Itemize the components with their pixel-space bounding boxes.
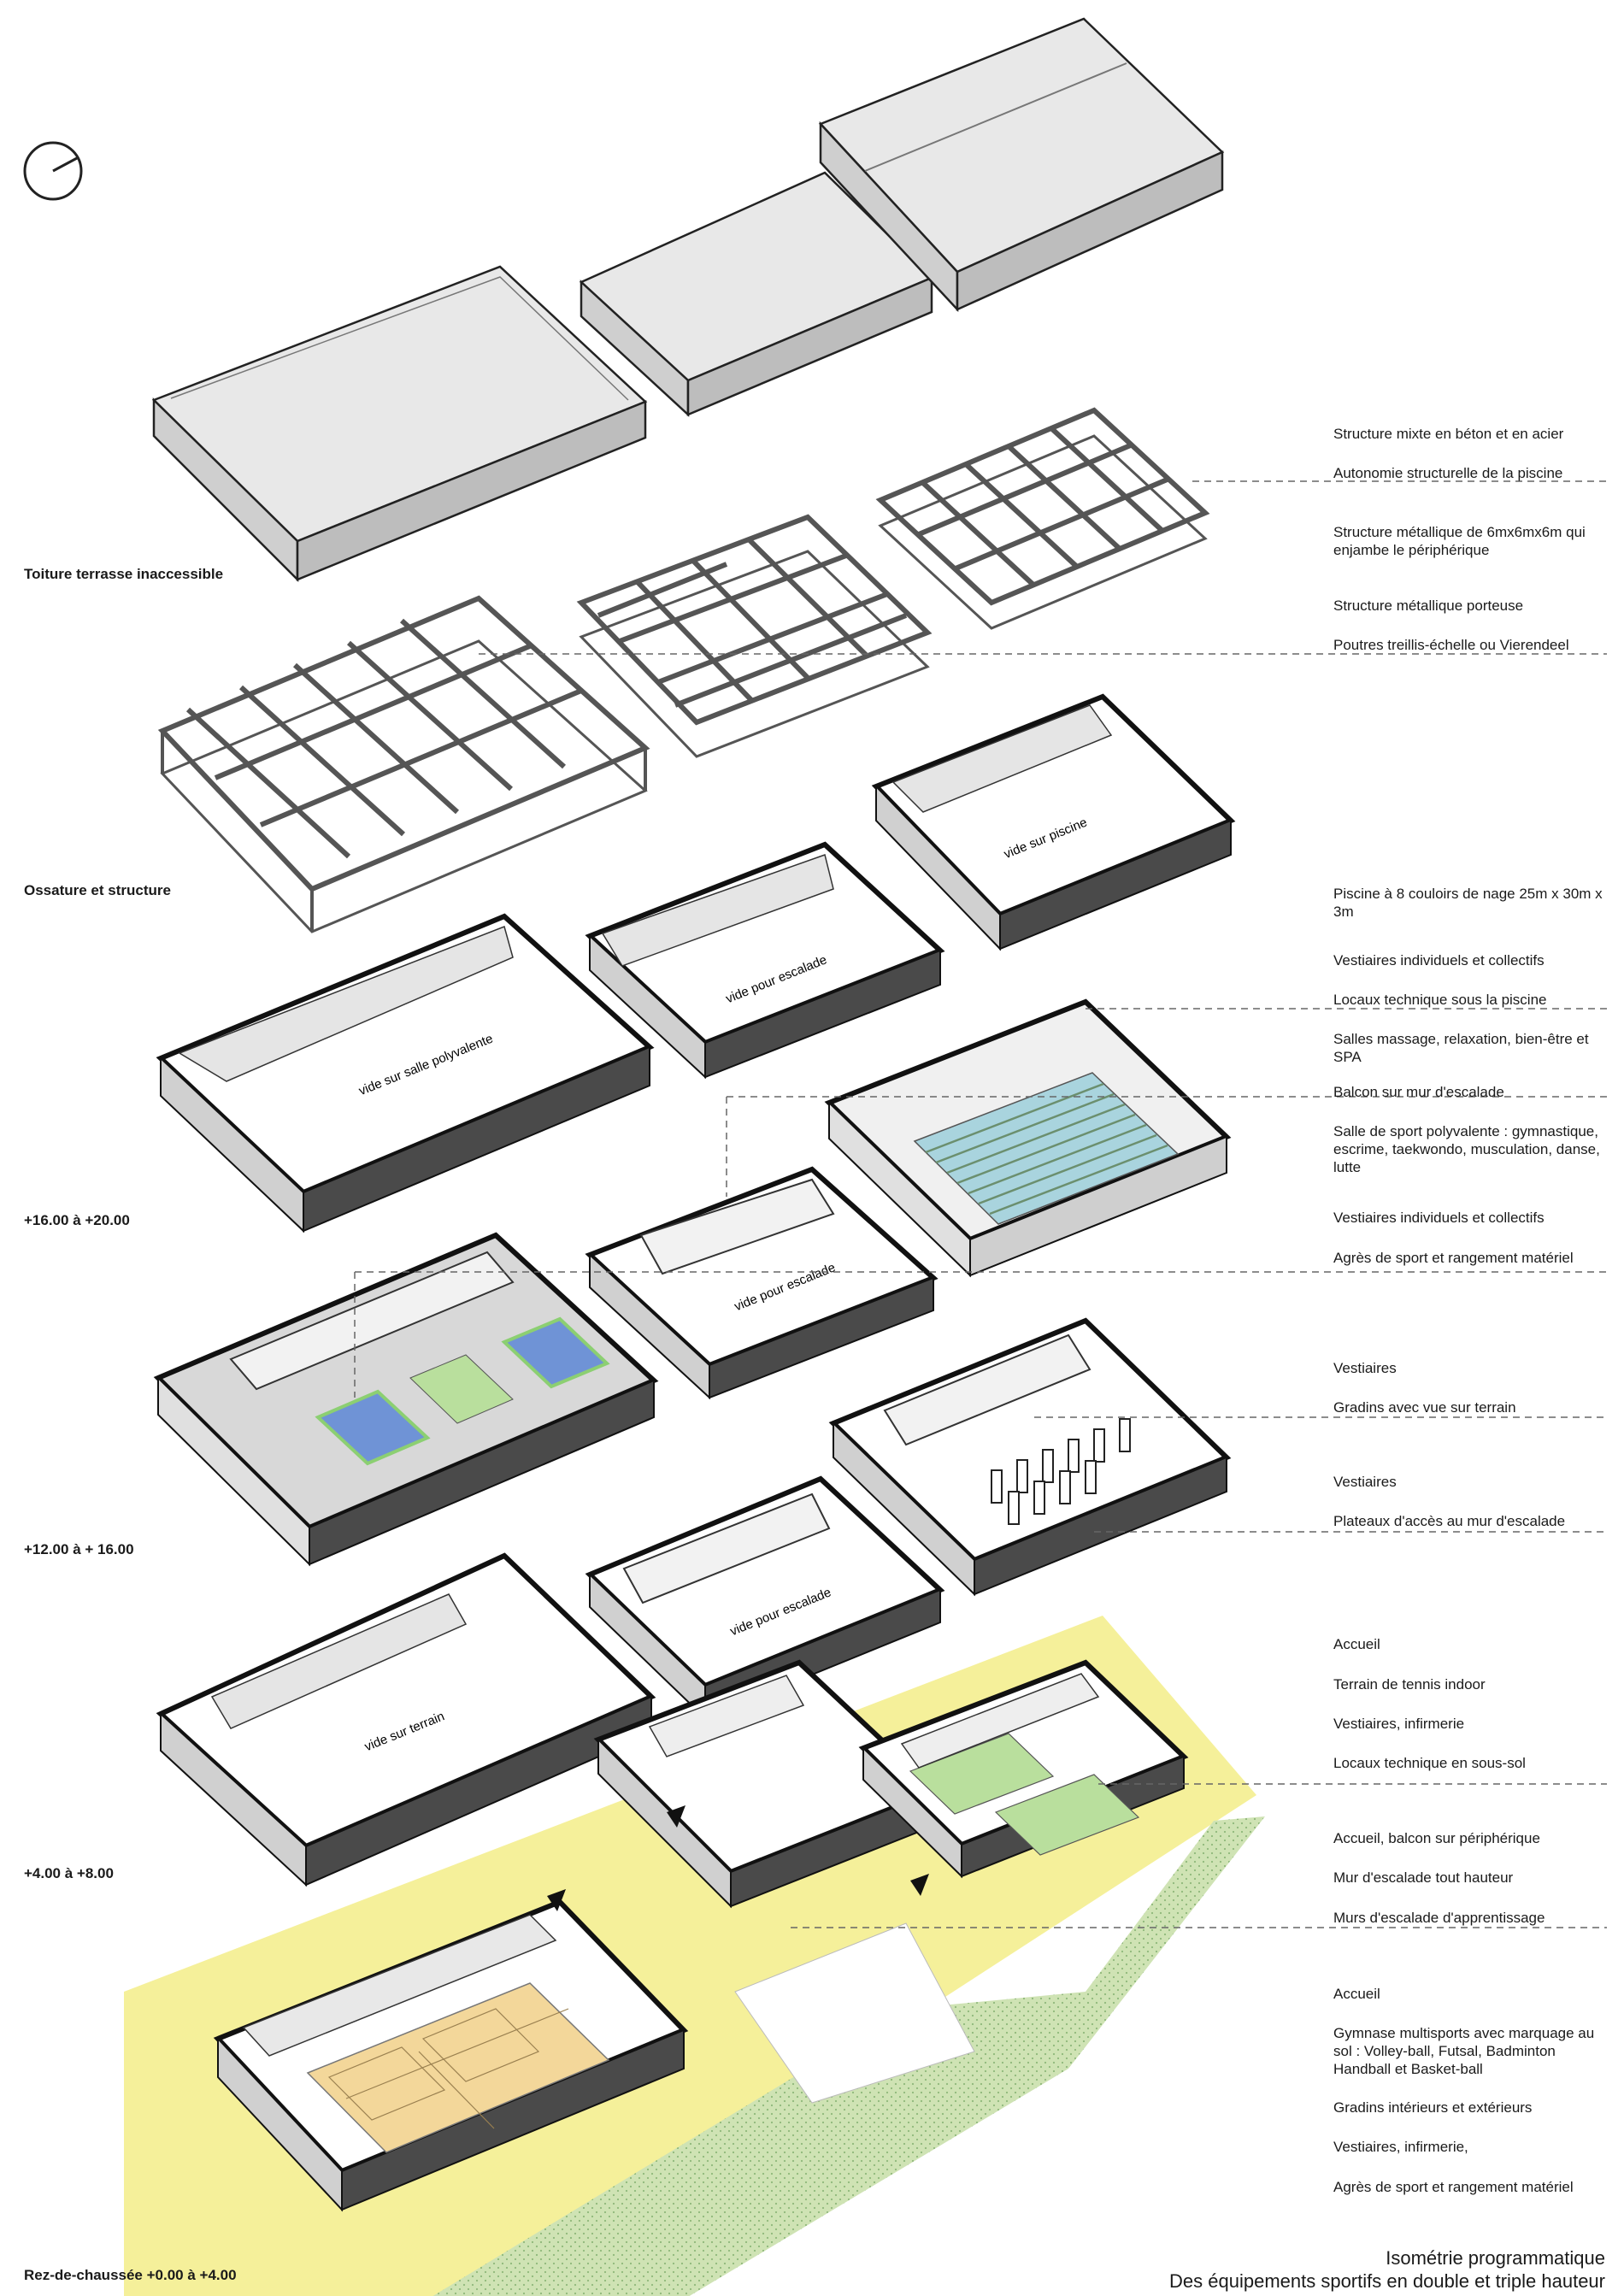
annotation: Mur d'escalade tout hauteur <box>1333 1869 1514 1886</box>
annotation: Structure métallique porteuse <box>1333 598 1524 614</box>
tennis-indoor <box>858 1659 1189 1879</box>
floor-piscine <box>824 998 1232 1278</box>
annotation: Salle de sport polyvalente : gymnastique… <box>1333 1123 1600 1175</box>
annotation: Piscine à 8 couloirs de nage 25m x 30m x… <box>1333 886 1603 920</box>
north-compass-icon <box>23 141 83 201</box>
annotation: Murs d'escalade d'apprentissage <box>1333 1910 1545 1926</box>
floor-gradins-terrain <box>828 1317 1232 1597</box>
truss-grid-left <box>157 595 650 933</box>
annotation: Gradins avec vue sur terrain <box>1333 1399 1516 1416</box>
annotation: Accueil <box>1333 1986 1380 2002</box>
level-label-16-20: +16.00 à +20.00 <box>24 1212 130 1228</box>
entrance-arrow-icons <box>547 1805 929 1911</box>
level-label-ossature: Ossature et structure <box>24 882 171 898</box>
annotation: Vestiaires individuels et collectifs <box>1333 1210 1545 1226</box>
annotation: Salles massage, relaxation, bien-être et… <box>1333 1031 1589 1065</box>
annotation: Accueil, balcon sur périphérique <box>1333 1830 1540 1846</box>
floor-salle-sport-tennis-courts <box>153 1232 659 1567</box>
level-label-4-8: +4.00 à +8.00 <box>24 1865 114 1881</box>
level-label-12-16: +12.00 à + 16.00 <box>24 1541 134 1557</box>
floor-slab-salle-polyvalente: vide sur salle polyvalente <box>156 913 655 1233</box>
floor-slab-escalade-top: vide pour escalade <box>585 841 945 1080</box>
annotation: Agrès de sport et rangement matériel <box>1333 2179 1574 2195</box>
annotation: Accueil <box>1333 1636 1380 1652</box>
truss-grid-middle <box>576 514 933 758</box>
title-line-1: Isométrie programmatique <box>1386 2247 1605 2269</box>
roof-slab-middle <box>579 171 934 417</box>
annotation: Vestiaires, infirmerie <box>1333 1716 1465 1732</box>
annotation: Vestiaires <box>1333 1474 1397 1490</box>
annotation: Locaux technique en sous-sol <box>1333 1755 1526 1771</box>
annotation: Vestiaires individuels et collectifs <box>1333 952 1545 968</box>
annotation: Vestiaires, infirmerie, <box>1333 2139 1468 2155</box>
annotation: Agrès de sport et rangement matériel <box>1333 1250 1574 1266</box>
leader-lines <box>354 480 1607 1928</box>
annotation: Structure mixte en béton et en acier <box>1333 426 1564 442</box>
title-block: Isométrie programmatique Des équipements… <box>1169 2246 1605 2293</box>
truss-grid-right <box>875 407 1210 630</box>
floor-slab-piscine-void: vide sur piscine <box>871 693 1236 951</box>
roof-slab-left <box>151 265 648 583</box>
annotation: Vestiaires <box>1333 1360 1397 1376</box>
floor-terrain-void-mid: vide sur terrain <box>156 1552 656 1887</box>
annotation: Locaux technique sous la piscine <box>1333 992 1547 1008</box>
annotation: Gymnase multisports avec marquage au sol… <box>1333 2025 1595 2077</box>
roof-slab-right <box>818 17 1225 313</box>
annotation: Gradins intérieurs et extérieurs <box>1333 2099 1533 2116</box>
annotation: Autonomie structurelle de la piscine <box>1333 465 1563 481</box>
annotation: Terrain de tennis indoor <box>1333 1676 1486 1693</box>
annotation: Poutres treillis-échelle ou Vierendeel <box>1333 637 1569 653</box>
level-label-rdc: Rez-de-chaussée +0.00 à +4.00 <box>24 2267 237 2283</box>
title-line-2: Des équipements sportifs en double et tr… <box>1169 2270 1605 2292</box>
annotation: Balcon sur mur d'escalade <box>1333 1084 1504 1100</box>
gymnase-multisports <box>213 1899 689 2212</box>
annotation: Structure métallique de 6mx6mx6m qui enj… <box>1333 524 1586 558</box>
floor-escalade-mid: vide pour escalade <box>585 1166 939 1400</box>
level-label-toiture: Toiture terrasse inaccessible <box>24 566 224 582</box>
annotation: Plateaux d'accès au mur d'escalade <box>1333 1513 1566 1529</box>
